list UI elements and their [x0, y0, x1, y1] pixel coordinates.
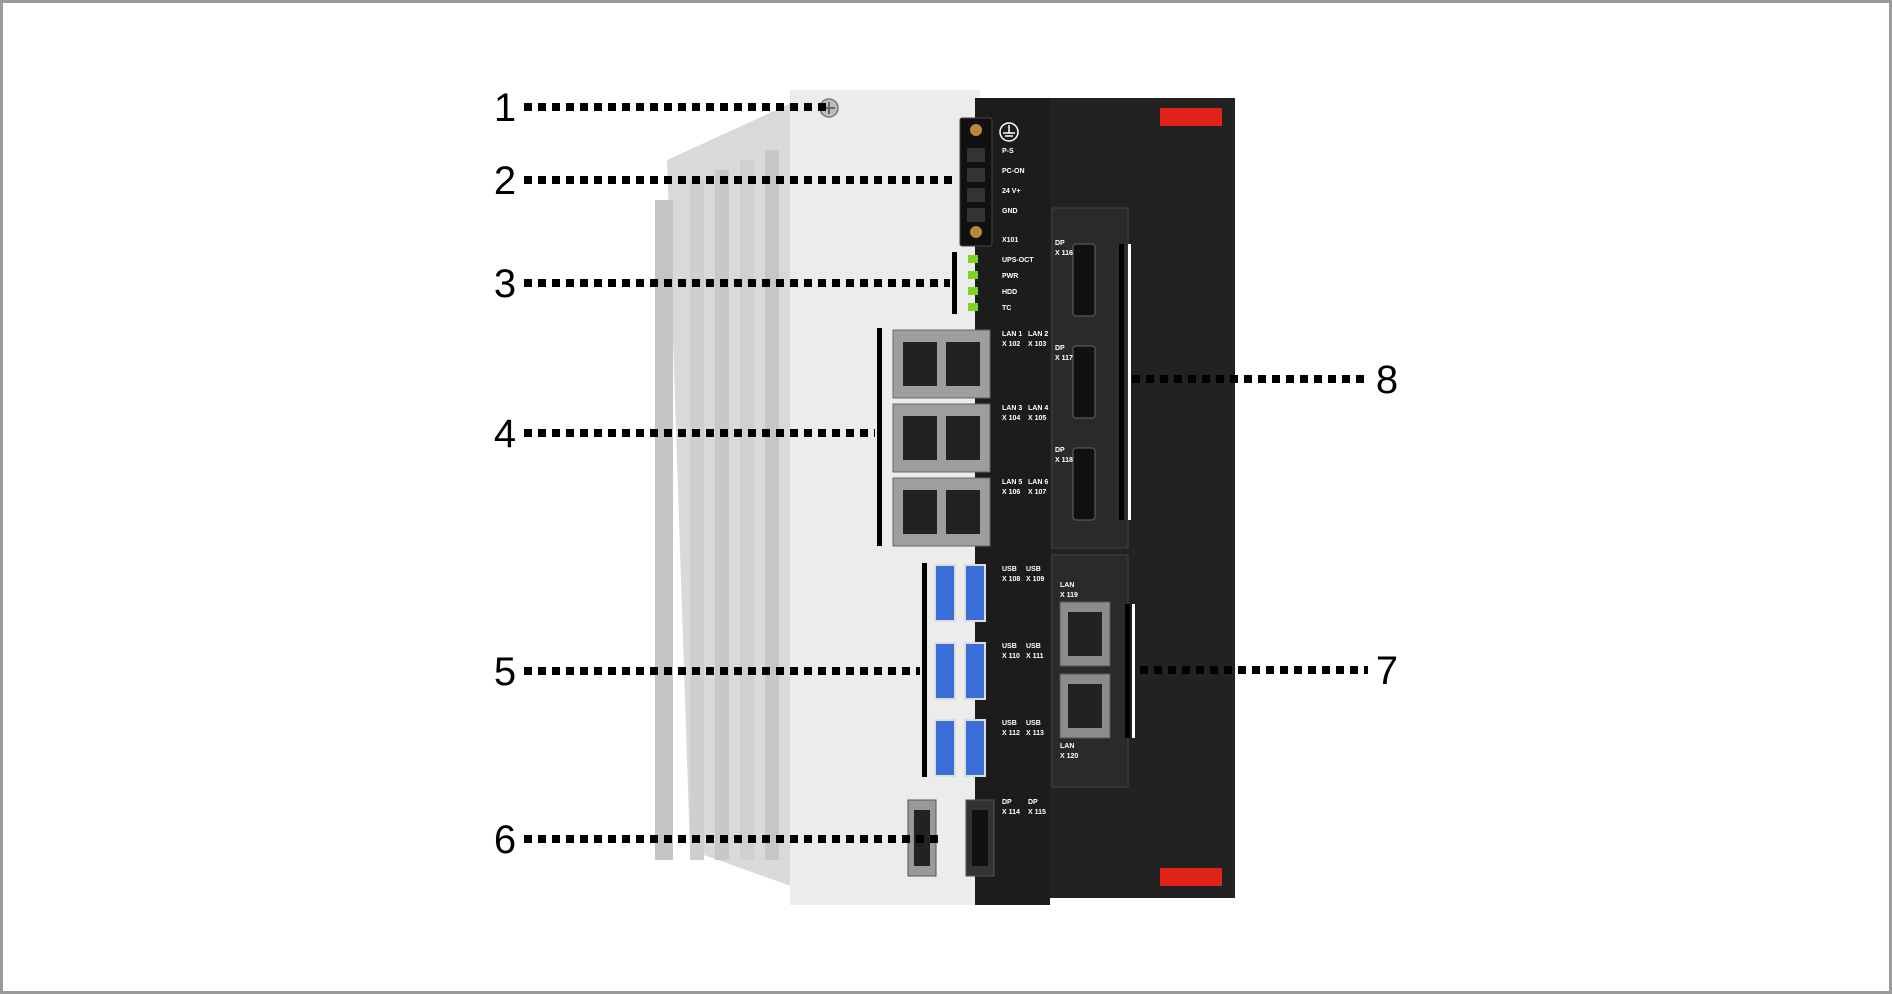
usb-ports: USB X 108 USB X 109 USB X 110 USB X 111 …	[934, 564, 1044, 777]
led-label: TC	[1002, 305, 1011, 312]
lan-card-label: LAN	[1060, 743, 1074, 750]
usb-label: USB	[1002, 720, 1017, 727]
lan-label: LAN 4	[1028, 405, 1048, 412]
dp-card-label: X 116	[1055, 250, 1073, 257]
ground-symbol-icon	[999, 122, 1019, 142]
led-indicator	[968, 287, 978, 295]
lan-label: X 104	[1002, 415, 1020, 422]
led-indicator	[968, 255, 978, 263]
lan-card-label: LAN	[1060, 582, 1074, 589]
dp-label: X 115	[1028, 809, 1046, 816]
top-red-tab	[1160, 108, 1222, 126]
led-label: UPS-OCT	[1002, 257, 1034, 264]
callout-leaders	[524, 103, 1368, 843]
lan-label: LAN 6	[1028, 479, 1048, 486]
usb-label: X 108	[1002, 576, 1020, 583]
callout-number-2: 2	[494, 159, 516, 203]
lan-label: LAN 2	[1028, 331, 1048, 338]
usb-label: X 110	[1002, 653, 1020, 660]
usb-port-pair	[934, 719, 986, 777]
lan-card-label: X 120	[1060, 753, 1078, 760]
power-connector	[959, 117, 993, 247]
callout-number-4: 4	[494, 412, 516, 456]
lan-label: X 105	[1028, 415, 1046, 422]
power-label: 24 V+	[1002, 188, 1021, 195]
heatsink-fins	[655, 140, 804, 860]
usb-label: X 109	[1026, 576, 1044, 583]
led-indicator	[968, 303, 978, 311]
dp-expansion-card: DP X 116 DP X 117 DP X 118	[1051, 207, 1129, 549]
lan-label: X 102	[1002, 341, 1020, 348]
callout-number-8: 8	[1376, 358, 1398, 402]
lan-label: X 103	[1028, 341, 1046, 348]
dp-card-label: X 118	[1055, 457, 1073, 464]
lan-port-pair	[892, 403, 991, 473]
callout-numbers: 1 2 3 4 5 6 7 8	[494, 86, 1398, 862]
dp-ports-bottom: DP X 114 DP X 115	[907, 799, 1046, 877]
io-panel-dark	[975, 98, 1050, 905]
dp-label: DP	[1002, 799, 1012, 806]
lan-expansion-card: LAN X 119 LAN X 120	[1051, 554, 1129, 788]
dp-label: X 114	[1002, 809, 1020, 816]
dp-label: DP	[1028, 799, 1038, 806]
led-label: PWR	[1002, 273, 1018, 280]
housing-front-light	[790, 90, 980, 905]
lan-label: X 106	[1002, 489, 1020, 496]
callout-number-3: 3	[494, 262, 516, 306]
lan-ports: LAN 1 X 102 LAN 2 X 103 LAN 3 X 104 LAN …	[892, 329, 1048, 547]
lan-port-pair	[892, 477, 991, 547]
bracket-leds	[952, 252, 957, 314]
usb-label: USB	[1002, 643, 1017, 650]
dp-card-label: DP	[1055, 447, 1065, 454]
bracket-lan-card	[1125, 604, 1130, 738]
callout-number-1: 1	[494, 86, 516, 130]
power-label: X101	[1002, 237, 1018, 244]
dp-card-label: DP	[1055, 240, 1065, 247]
bracket-usb	[922, 563, 927, 777]
dp-card-label: DP	[1055, 345, 1065, 352]
usb-label: USB	[1026, 566, 1041, 573]
lan-label: X 107	[1028, 489, 1046, 496]
power-label: PC-ON	[1002, 168, 1025, 175]
led-label: HDD	[1002, 289, 1017, 296]
usb-label: USB	[1002, 566, 1017, 573]
status-leds: UPS-OCT PWR HDD TC	[968, 255, 1034, 312]
lan-label: LAN 3	[1002, 405, 1022, 412]
bracket-dp-card-highlight	[1128, 244, 1131, 520]
bracket-lan-card-highlight	[1132, 604, 1135, 738]
callout-number-5: 5	[494, 650, 516, 694]
usb-label: USB	[1026, 720, 1041, 727]
power-label: P-S	[1002, 148, 1014, 155]
bracket-dp-card	[1119, 244, 1124, 520]
usb-port-pair	[934, 642, 986, 700]
usb-label: X 111	[1026, 653, 1044, 660]
dp-card-label: X 117	[1055, 355, 1073, 362]
bracket-lan	[877, 328, 882, 546]
lan-card-label: X 119	[1060, 592, 1078, 599]
lan-label: LAN 5	[1002, 479, 1022, 486]
power-labels: P-S PC-ON 24 V+ GND X101	[1002, 148, 1025, 244]
usb-label: USB	[1026, 643, 1041, 650]
device-housing	[655, 90, 1235, 905]
callout-number-6: 6	[494, 818, 516, 862]
lan-port-pair	[892, 329, 991, 399]
callout-number-7: 7	[1376, 649, 1398, 693]
usb-port-pair	[934, 564, 986, 622]
led-indicator	[968, 271, 978, 279]
power-label: GND	[1002, 208, 1018, 215]
bottom-red-tab	[1160, 868, 1222, 886]
lan-label: LAN 1	[1002, 331, 1022, 338]
usb-label: X 113	[1026, 730, 1044, 737]
usb-label: X 112	[1002, 730, 1020, 737]
callout-brackets	[877, 244, 1135, 777]
